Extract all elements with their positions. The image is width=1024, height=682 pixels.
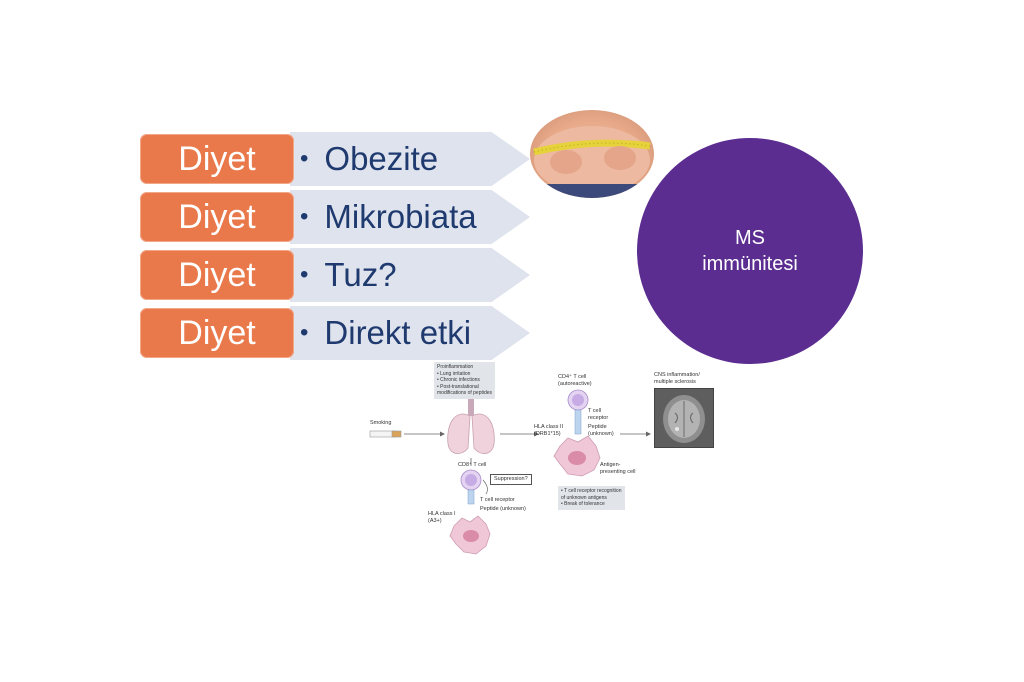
- peptide-right-line: Peptide: [588, 424, 607, 430]
- cd4-t-cell-icon: [567, 389, 589, 435]
- factor-item: • Tuz?: [300, 248, 397, 302]
- diet-row-microbiota: Diyet • Mikrobiata: [140, 190, 532, 244]
- factor-label: Mikrobiata: [324, 198, 477, 235]
- peptide-right-label: Peptide (unknown): [588, 424, 614, 437]
- tcr-right-label: T cell receptor: [588, 408, 608, 421]
- pathway-diagram: [369, 389, 651, 555]
- cd8-t-cell-icon: [460, 469, 482, 505]
- cns-label: CNS inflammation/ multiple sclerosis: [654, 372, 700, 385]
- diet-pill: Diyet: [140, 250, 294, 300]
- factor-item: • Direkt etki: [300, 306, 471, 360]
- antigen-presenting-cell-right-icon: [553, 435, 601, 477]
- diet-row-obesity: Diyet • Obezite: [140, 132, 532, 186]
- hla2-line: HLA class II: [534, 424, 564, 430]
- bullet: •: [300, 203, 309, 230]
- diet-pill: Diyet: [140, 308, 294, 358]
- hla1-line: (A3+): [428, 517, 442, 524]
- bullet: •: [300, 261, 309, 288]
- antigen-presenting-cell-left-icon: [449, 515, 491, 555]
- note-title: Proinflammation: [437, 364, 474, 370]
- note-line: modifications of peptides: [437, 390, 493, 396]
- ms-immunity-circle: MS immünitesi: [637, 138, 863, 364]
- note-line: • Lung irritation: [437, 370, 471, 377]
- circle-title: MS: [735, 227, 765, 249]
- hla1-label: HLA class I (A3+): [428, 511, 456, 524]
- smoking-label: Smoking: [370, 420, 392, 426]
- tolerance-note: • T cell receptor recognition of unknown…: [558, 486, 625, 510]
- hla2-label: HLA class II (DRB1*15): [534, 424, 563, 437]
- apc-line: presenting cell: [600, 468, 636, 475]
- hla2-line: (DRB1*15): [534, 430, 561, 437]
- brain-scan-icon: [663, 395, 705, 443]
- diet-row-direct-effect: Diyet • Direkt etki: [140, 306, 532, 360]
- apc-line: Antigen-: [600, 462, 621, 468]
- chevron-arrow: [290, 306, 530, 360]
- tolerance-line: of unknown antigens: [561, 494, 607, 501]
- diet-pill: Diyet: [140, 134, 294, 184]
- cd4-line: CD4⁺ T cell: [558, 374, 587, 380]
- cns-line: CNS inflammation/: [654, 372, 700, 378]
- tcr-left-label: T cell receptor: [480, 497, 515, 503]
- tolerance-line: • T cell receptor recognition: [561, 488, 622, 494]
- diet-pill: Diyet: [140, 192, 294, 242]
- hla1-line: HLA class I: [428, 511, 456, 517]
- apc-label: Antigen- presenting cell: [600, 462, 635, 475]
- bullet: •: [300, 319, 309, 346]
- peptide-left-label: Peptide (unknown): [480, 506, 526, 512]
- factor-item: • Obezite: [300, 132, 438, 186]
- factor-label: Tuz?: [324, 256, 397, 293]
- cd4-cell-label: CD4⁺ T cell (autoreactive): [558, 374, 592, 387]
- lungs-icon: [447, 396, 495, 454]
- chevron-arrow: [290, 132, 530, 186]
- cd8-cell-label: CD8⁺ T cell: [458, 462, 487, 468]
- tcr-right-line: T cell: [588, 408, 602, 414]
- smoking-ms-pathway-figure: Proinflammation • Lung irritation • Chro…: [362, 360, 722, 570]
- factor-item: • Mikrobiata: [300, 190, 477, 244]
- chevron-arrow: [290, 248, 530, 302]
- obesity-photo: [530, 110, 654, 198]
- cigarette-icon: [369, 430, 402, 438]
- circle-subtitle: immünitesi: [702, 253, 798, 275]
- proinflammation-note: Proinflammation • Lung irritation • Chro…: [434, 362, 496, 399]
- peptide-right-line: (unknown): [588, 430, 614, 437]
- tolerance-line: • Break of tolerance: [561, 501, 605, 507]
- chevron-arrow: [290, 190, 530, 244]
- diet-row-salt: Diyet • Tuz?: [140, 248, 532, 302]
- factor-label: Direkt etki: [324, 314, 472, 351]
- brain-mri-image: [654, 388, 714, 448]
- measuring-tape-icon: [530, 126, 654, 198]
- tcr-right-line: receptor: [588, 414, 609, 421]
- bullet: •: [300, 145, 309, 172]
- cd4-line: (autoreactive): [558, 380, 592, 387]
- factor-label: Obezite: [324, 140, 439, 177]
- note-line: • Post-translational: [437, 383, 479, 390]
- note-line: • Chronic infections: [437, 377, 480, 383]
- cns-line: multiple sclerosis: [654, 378, 696, 385]
- suppression-label: Suppression?: [490, 474, 532, 485]
